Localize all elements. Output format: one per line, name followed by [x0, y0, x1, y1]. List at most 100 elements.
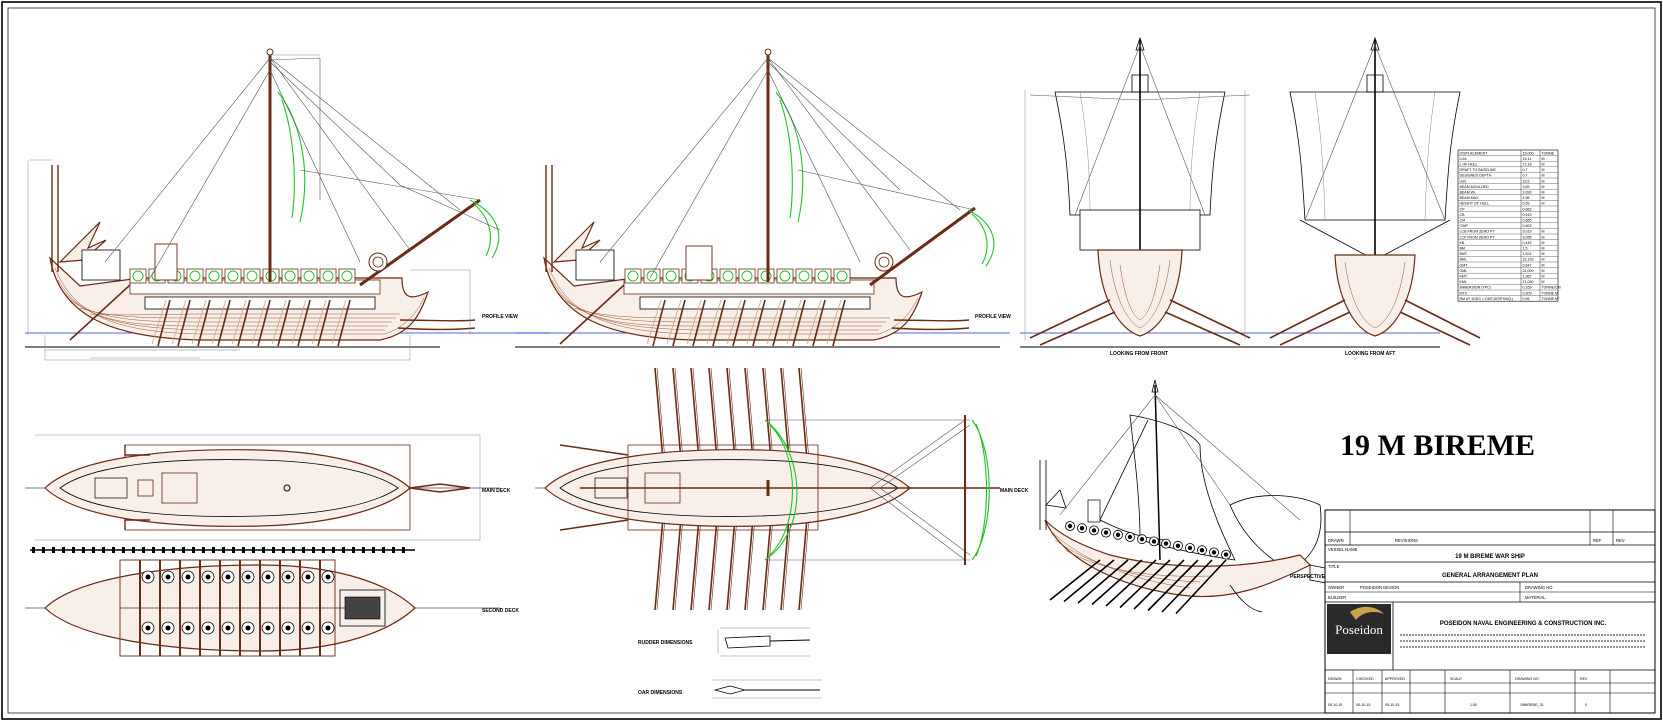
oar-shadow [746, 299, 762, 345]
tb-owner: POSEIDON DESIGN [1360, 585, 1399, 590]
particular-value: 15,000 [1523, 151, 1534, 155]
oar [1105, 559, 1157, 607]
particular-name: BEAM MOULDED [1460, 185, 1490, 189]
oar [177, 299, 191, 347]
tb-bottom-label-6: REV [1580, 677, 1588, 681]
particular-value: 0,59 [1523, 202, 1530, 206]
shield-icon [817, 270, 829, 282]
shield-icon [132, 270, 144, 282]
tb-bottom-label-1: DRAWN [1328, 677, 1342, 681]
main-deck-2-label: MAIN DECK [1000, 488, 1029, 494]
particular-name: GMT [1460, 263, 1469, 267]
oar-port [292, 547, 295, 553]
oar-port [62, 547, 65, 553]
tb-bottom-label-2: CHECKED [1356, 677, 1374, 681]
oar [277, 299, 291, 347]
particular-name: HEIGHT OF HULL [1460, 202, 1490, 206]
oar [726, 367, 736, 461]
oar-detail: RUDDER DIMENSIONS OAR DIMENSIONS [638, 627, 822, 699]
tb-bottom-label-3: APPROVED [1385, 677, 1405, 681]
oar-port [242, 547, 245, 553]
oar-shadow [646, 299, 662, 345]
shield-icon [341, 270, 353, 282]
oar [297, 299, 311, 347]
particular-name: KB [1460, 241, 1465, 245]
logo-wave-icon [1350, 606, 1384, 620]
oar-port [352, 547, 355, 553]
oar-shadow [666, 299, 682, 345]
oar-port [142, 547, 145, 553]
rower-head-icon [185, 625, 191, 631]
oar [762, 367, 772, 461]
second-deck-label: SECOND DECK [482, 608, 519, 614]
oar-port [302, 547, 305, 553]
rower-head-icon [165, 625, 171, 631]
particular-unit: M [1542, 174, 1545, 178]
oar [792, 299, 806, 347]
particular-name: KMT [1460, 275, 1468, 279]
oar [217, 299, 231, 347]
shield-icon [303, 270, 315, 282]
oar [652, 299, 666, 347]
oar [1147, 559, 1199, 612]
perspective-view-label: PERSPECTIVE VIEW [1290, 574, 1339, 580]
particular-name: CP [1460, 207, 1466, 211]
particular-unit: M [1542, 185, 1545, 189]
shield-boss-icon [1175, 543, 1181, 548]
oar-port [402, 547, 405, 553]
rower-head-icon [185, 574, 191, 580]
shield-boss-icon [1067, 523, 1073, 529]
main-deck-view-2: MAIN DECK [535, 367, 1029, 611]
shield-icon [208, 270, 220, 282]
tb-title: GENERAL ARRANGEMENT PLAN [1442, 573, 1538, 579]
oar [744, 367, 754, 461]
oar-shadow [211, 299, 227, 345]
oar [672, 299, 686, 347]
oar-edge [728, 517, 738, 611]
particular-unit: M [1542, 263, 1545, 267]
particular-value: 4,56 [1523, 196, 1530, 200]
oar-port [362, 547, 365, 553]
profile-view-2-label: PROFILE VIEW [975, 314, 1011, 320]
tb-vessel-name-label: VESSEL NAME [1328, 547, 1358, 552]
particular-name: LOA [1460, 157, 1468, 161]
oar-shadow [171, 299, 187, 345]
particular-value: 9,019 [1523, 230, 1532, 234]
rower-head-icon [205, 625, 211, 631]
tb-bottom-value-3: 05-10-15 [1385, 703, 1399, 707]
shield-icon [189, 270, 201, 282]
oar [832, 299, 846, 347]
rower-head-icon [325, 625, 331, 631]
oar-port [342, 547, 345, 553]
rower-head-icon [265, 574, 271, 580]
shield-icon [627, 270, 639, 282]
oar-port [32, 547, 35, 553]
oar-port [82, 547, 85, 553]
oar [712, 299, 726, 347]
shield-icon [836, 270, 848, 282]
oar-edge [692, 517, 702, 611]
oar-port [132, 547, 135, 553]
title-block: DRAWN REVISIONS REF REV VESSEL NAME 19 M… [1324, 509, 1656, 714]
rower-head-icon [225, 574, 231, 580]
particular-value: 0,443 [1523, 241, 1532, 245]
oar-port [92, 547, 95, 553]
shield-boss-icon [1163, 541, 1169, 546]
particular-name: KML [1460, 280, 1467, 284]
oar [237, 299, 251, 347]
oar [654, 517, 664, 611]
particular-name: IMMERSION (TPC) [1460, 286, 1491, 290]
particular-value: 1,967 [1523, 275, 1532, 279]
main-deck-1-label: MAIN DECK [482, 488, 511, 494]
particular-value: 0,7 [1523, 174, 1528, 178]
oar [692, 299, 706, 347]
particular-value: 1,5 [1523, 247, 1528, 251]
oar [812, 299, 826, 347]
rower-head-icon [145, 574, 151, 580]
front-view: LOOKING FROM FRONT [1020, 36, 1440, 357]
oar [762, 517, 772, 611]
particular-value: 0,665 [1523, 219, 1532, 223]
particular-unit: M [1542, 252, 1545, 256]
shield-boss-icon [1211, 550, 1217, 555]
particular-unit: M [1542, 275, 1545, 279]
